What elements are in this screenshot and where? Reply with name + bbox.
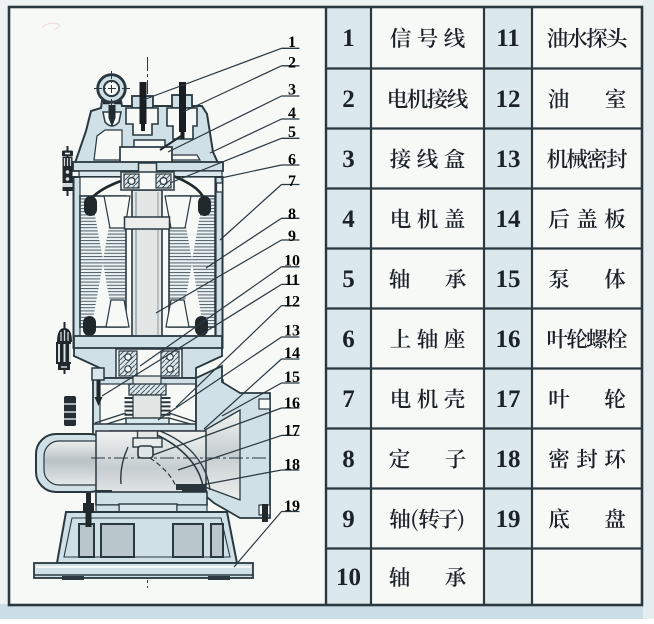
svg-text:6: 6 bbox=[342, 326, 355, 353]
svg-text:16: 16 bbox=[284, 395, 300, 412]
svg-text:9: 9 bbox=[288, 228, 296, 245]
svg-text:3: 3 bbox=[288, 82, 296, 99]
svg-text:17: 17 bbox=[496, 386, 521, 413]
svg-text:10: 10 bbox=[336, 564, 361, 591]
svg-text:13: 13 bbox=[284, 323, 300, 340]
svg-text:5: 5 bbox=[342, 266, 355, 293]
svg-text:5: 5 bbox=[288, 124, 296, 141]
svg-text:13: 13 bbox=[496, 146, 521, 173]
svg-text:14: 14 bbox=[496, 206, 522, 233]
svg-text:12: 12 bbox=[284, 294, 300, 311]
svg-text:7: 7 bbox=[342, 386, 355, 413]
svg-text:3: 3 bbox=[342, 146, 355, 173]
svg-text:10: 10 bbox=[284, 253, 300, 270]
svg-text:8: 8 bbox=[342, 446, 355, 473]
svg-text:11: 11 bbox=[284, 272, 299, 289]
svg-text:19: 19 bbox=[496, 506, 521, 533]
svg-text:1: 1 bbox=[342, 25, 355, 52]
svg-text:19: 19 bbox=[284, 498, 300, 515]
svg-text:16: 16 bbox=[496, 326, 521, 353]
svg-text:15: 15 bbox=[496, 266, 521, 293]
svg-text:2: 2 bbox=[342, 86, 355, 113]
svg-text:6: 6 bbox=[288, 152, 296, 169]
svg-text:18: 18 bbox=[496, 446, 521, 473]
svg-text:11: 11 bbox=[496, 25, 520, 52]
svg-text:18: 18 bbox=[284, 456, 300, 473]
svg-text:15: 15 bbox=[284, 369, 300, 386]
svg-text:4: 4 bbox=[342, 206, 355, 233]
svg-text:14: 14 bbox=[284, 345, 300, 362]
svg-text:1: 1 bbox=[288, 34, 296, 51]
svg-text:17: 17 bbox=[284, 422, 300, 439]
svg-text:8: 8 bbox=[288, 206, 296, 223]
svg-text:7: 7 bbox=[288, 173, 296, 190]
svg-text:2: 2 bbox=[288, 54, 296, 71]
svg-text:9: 9 bbox=[342, 506, 355, 533]
svg-text:4: 4 bbox=[288, 105, 296, 122]
svg-text:12: 12 bbox=[496, 86, 521, 113]
